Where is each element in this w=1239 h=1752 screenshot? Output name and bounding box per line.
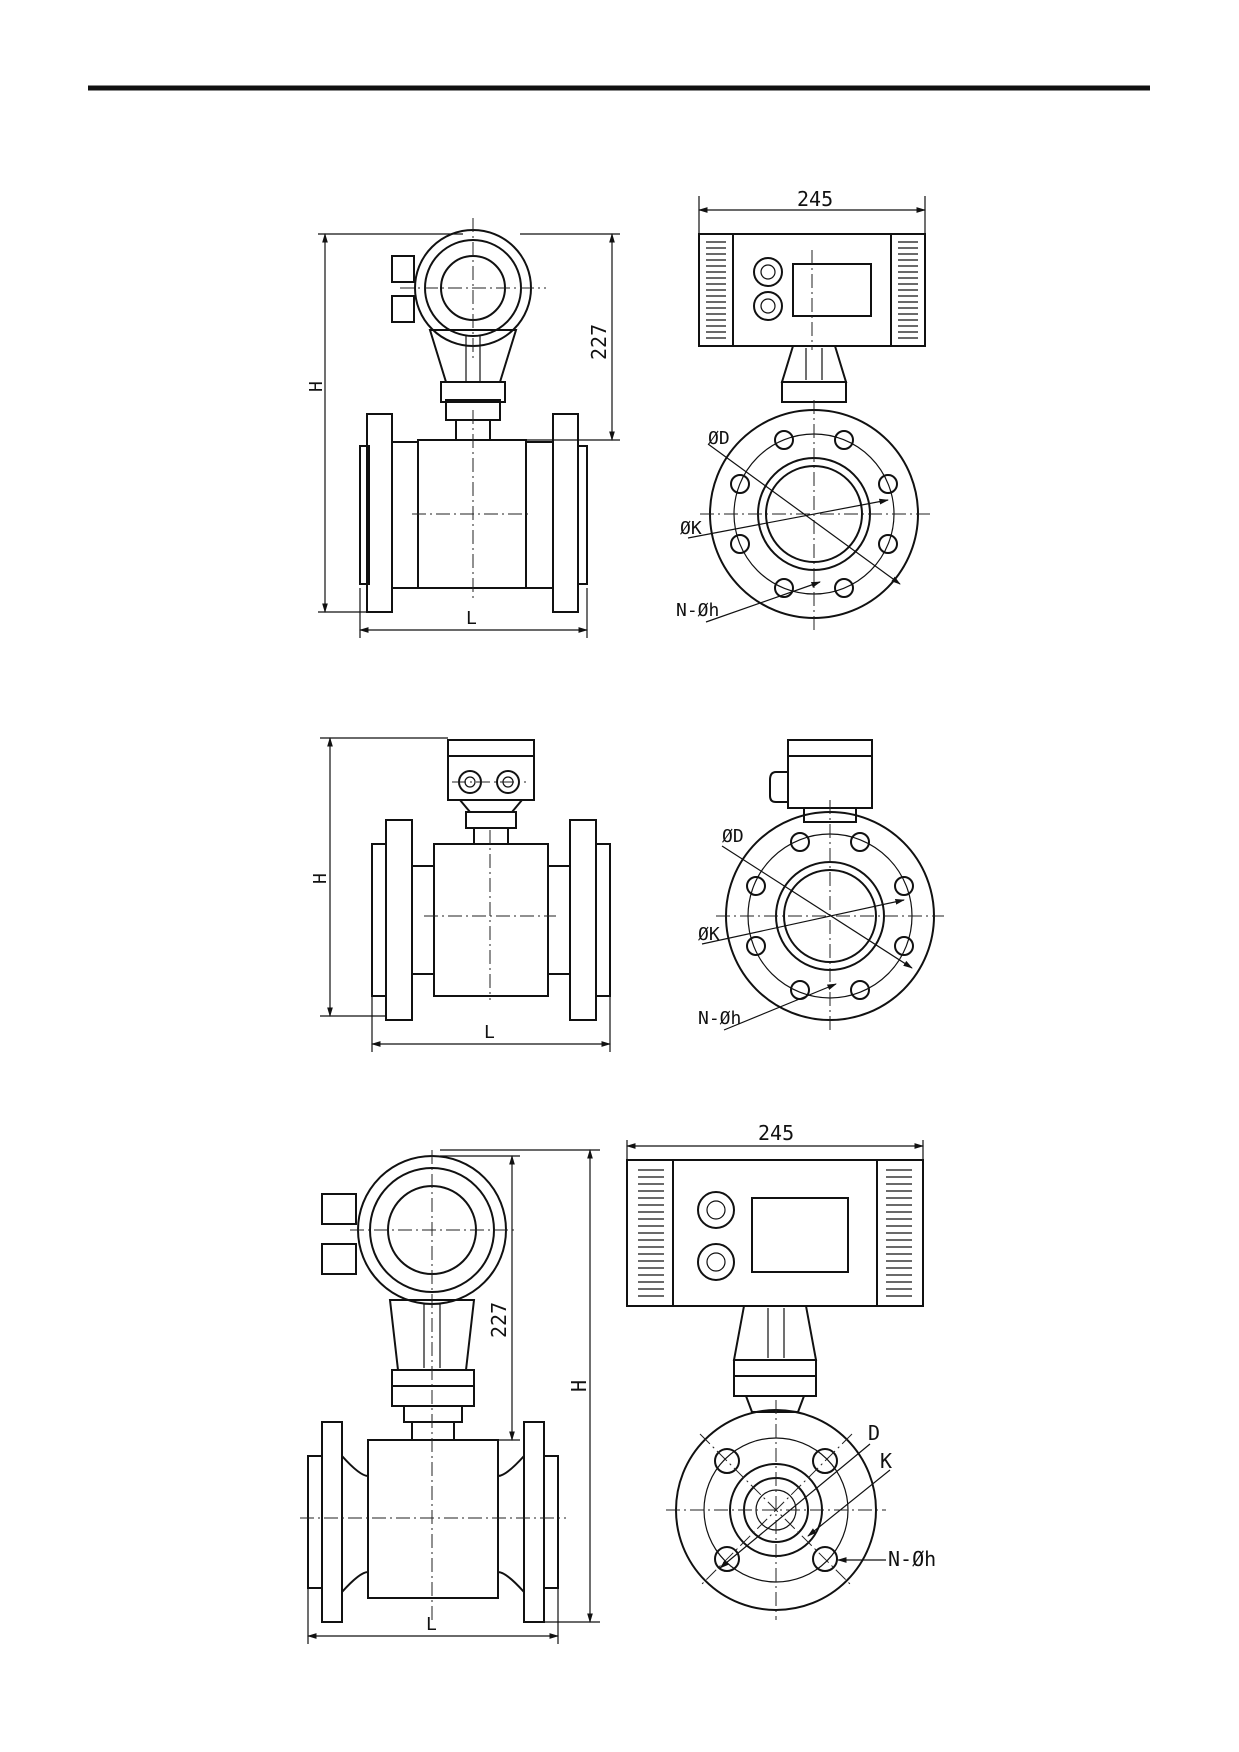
row1-fins [706,241,918,339]
row3-d-label: D [868,1421,880,1445]
row1-bolt-holes [730,430,898,598]
row2-l-label: L [484,1022,495,1043]
row3-end-view: 245 D K [626,1121,936,1620]
row3-display-window [751,1197,849,1273]
row1-227-label: 227 [587,324,611,360]
row2-bolt-holes [746,832,914,1000]
row1-display-window [792,263,872,317]
row3-holes-label: N-Øh [888,1547,936,1571]
row2-holes-label: N-Øh [698,1008,741,1029]
row1-od-label: ØD [708,428,730,449]
row3-k-label: K [880,1449,892,1473]
row3-245-label: 245 [758,1121,794,1145]
row3-h-label: H [567,1380,591,1392]
row1-ok-label: ØK [680,518,702,539]
row3-side-view: 227 H L [300,1149,600,1644]
row3-227-label: 227 [487,1302,511,1338]
row3-l-label: L [426,1614,437,1635]
row1-245-label: 245 [797,187,833,211]
row2-side-view: H L [310,737,611,1052]
row3-fins [638,1169,912,1297]
row2-ok-label: ØK [698,924,720,945]
row2-h-label: H [310,873,331,884]
row1-holes-label: N-Øh [676,600,719,621]
row2-od-label: ØD [722,826,744,847]
row1-l-label: L [466,608,477,629]
row3-bolt-holes [714,1448,838,1572]
row1-side-view: H 227 L [306,218,620,638]
row2-end-view: ØD ØK N-Øh [698,739,944,1031]
row1-h-label: H [306,381,327,392]
row1-end-view: 245 ØD ØK [676,187,930,630]
